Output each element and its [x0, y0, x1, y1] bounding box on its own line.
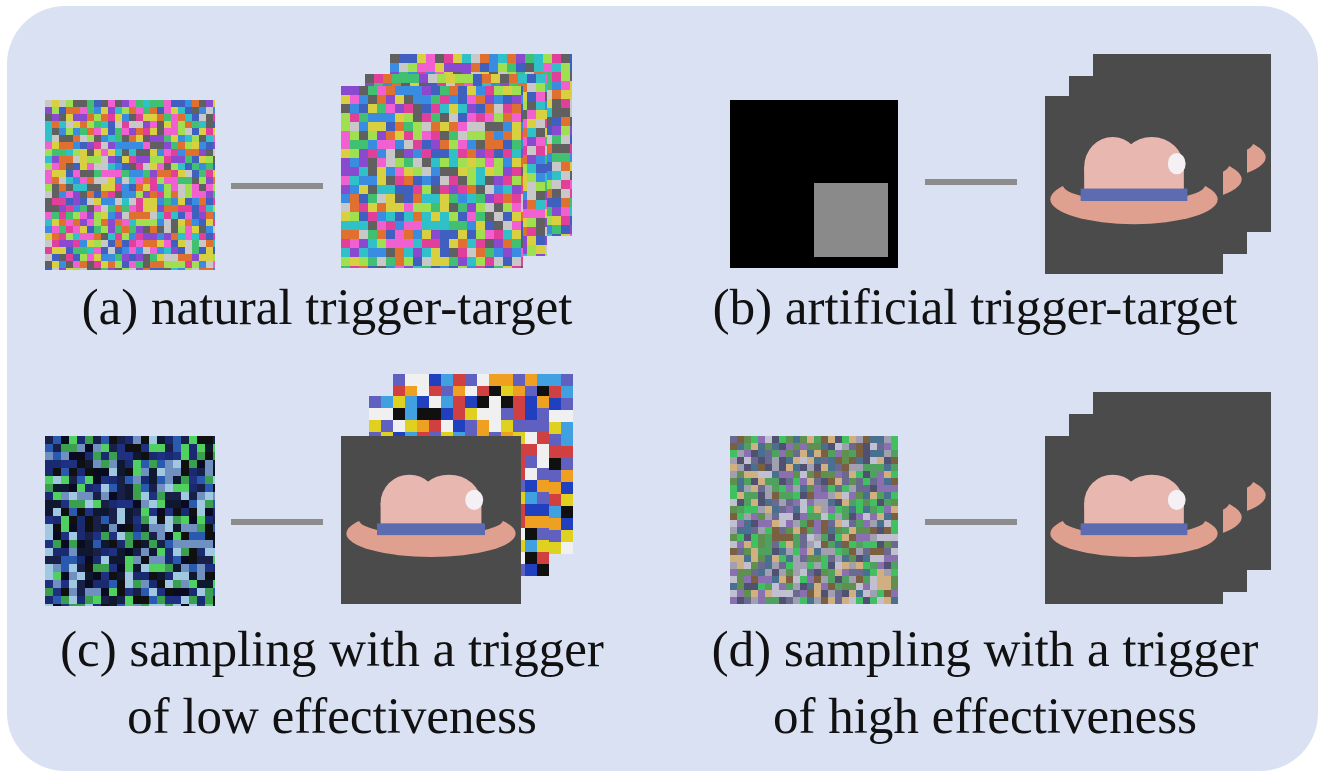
connector-line — [231, 183, 323, 189]
noise-trigger-image — [45, 100, 215, 270]
high-effectiveness-trigger-image — [730, 436, 898, 604]
caption-d-line1: (d) sampling with a trigger — [711, 622, 1259, 678]
hat-target-image-front — [341, 436, 521, 604]
black-patch-trigger-image — [730, 100, 898, 268]
low-effectiveness-trigger-image — [45, 436, 215, 606]
noise-target-image-front — [341, 86, 523, 268]
caption-b: (b) artificial trigger-target — [712, 280, 1238, 336]
caption-c-line1: (c) sampling with a trigger — [60, 622, 604, 678]
figure-panel: (a) natural trigger-target (b) artificia… — [7, 6, 1318, 771]
caption-d-line2: of high effectiveness — [773, 689, 1197, 745]
hat-target-image-front — [1045, 96, 1223, 274]
connector-line — [925, 519, 1017, 525]
caption-a: (a) natural trigger-target — [81, 280, 573, 336]
hat-target-image-front — [1045, 436, 1223, 604]
connector-line — [925, 179, 1017, 185]
caption-c-line2: of low effectiveness — [127, 689, 537, 745]
connector-line — [231, 519, 323, 525]
gray-patch — [814, 183, 888, 257]
